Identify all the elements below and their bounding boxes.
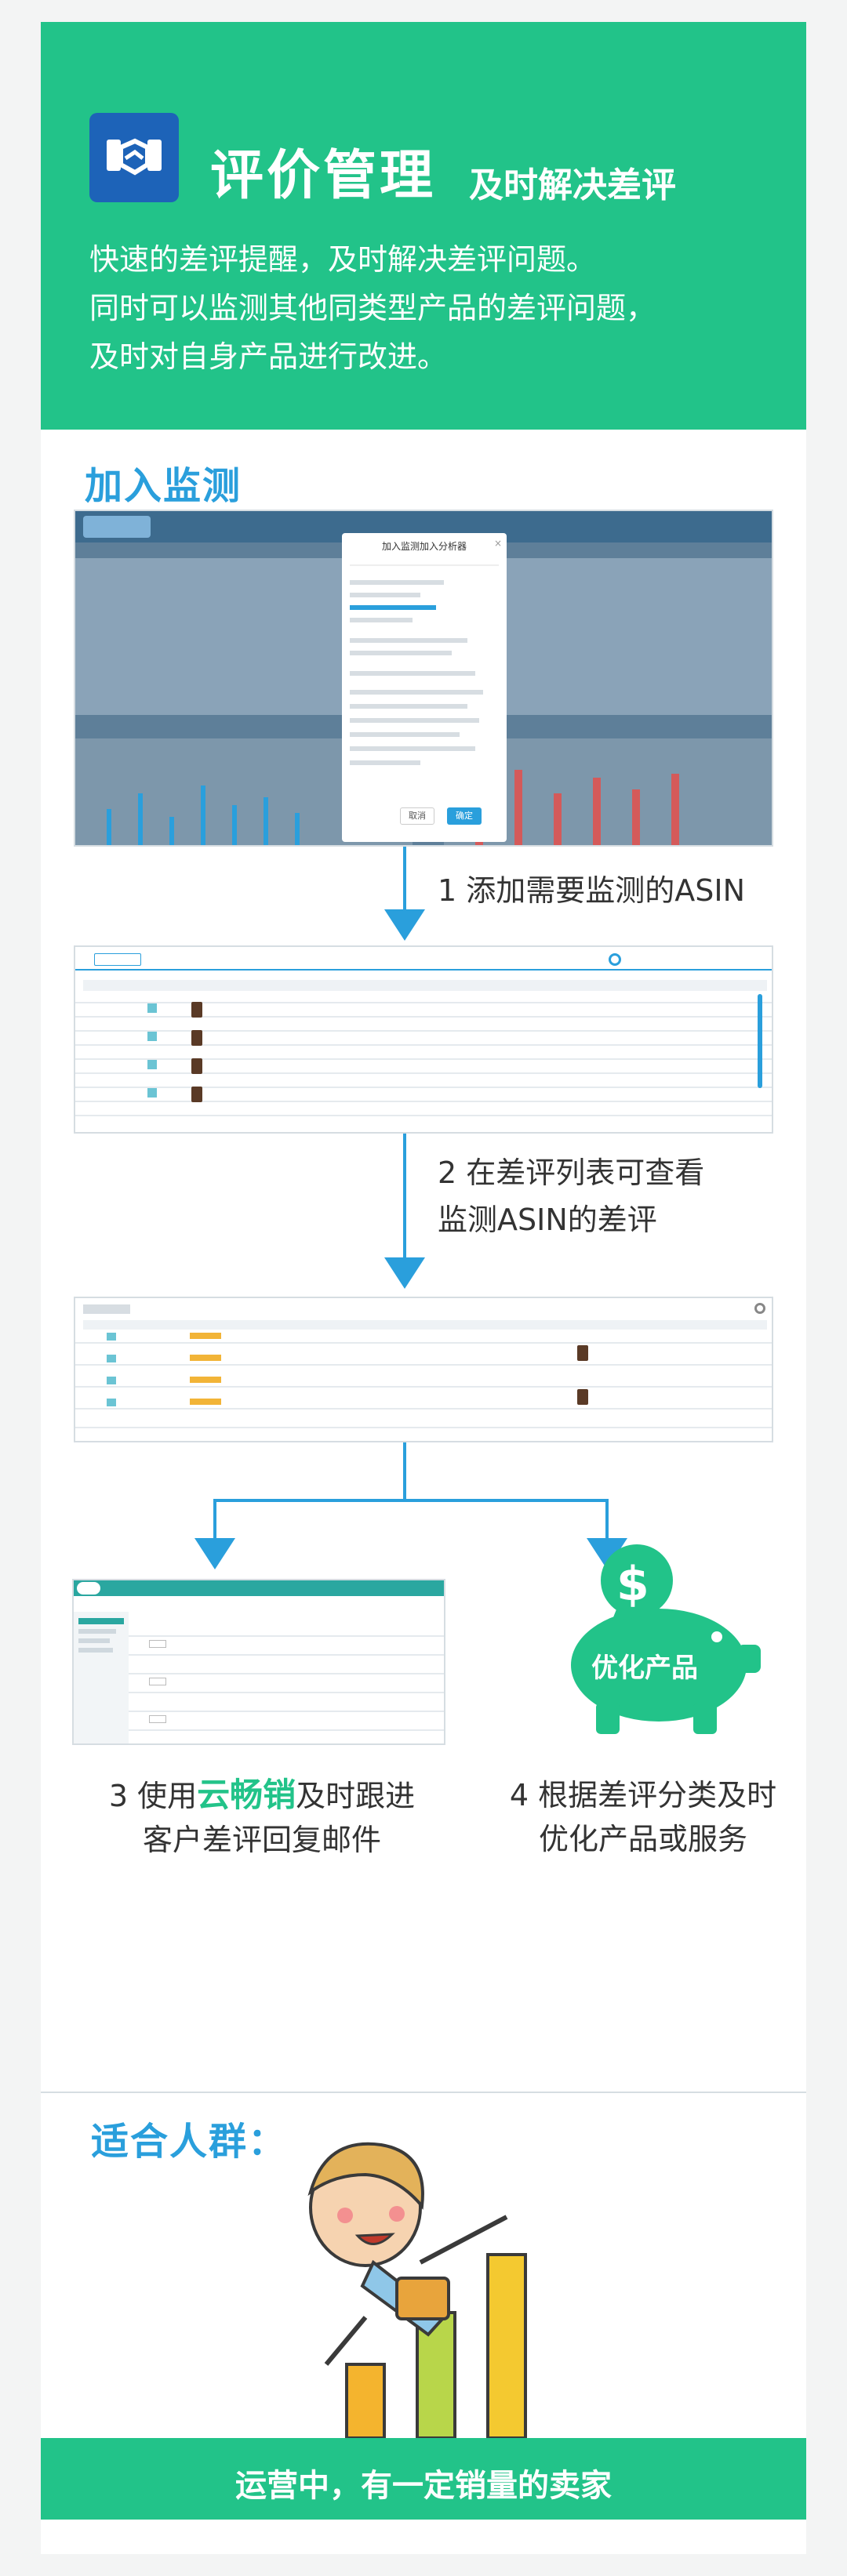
step-3-prefix: 3 使用 — [108, 1779, 198, 1813]
pig-label: 优化产品 — [591, 1653, 698, 1684]
step-4-line-2: 优化产品或服务 — [538, 1822, 747, 1856]
close-icon[interactable]: × — [494, 538, 503, 549]
screenshot-email-client — [72, 1579, 445, 1745]
screenshot-review-list — [74, 1297, 773, 1442]
step-3-text: 3 使用云畅销及时跟进 客户差评回复邮件 — [66, 1773, 458, 1862]
section-title-monitor: 加入监测 — [85, 464, 242, 508]
screenshot-add-monitor: 加入监测加入分析器 × 取消 确定 — [74, 510, 773, 847]
flow-arrow-1-line — [403, 847, 406, 914]
email-sidebar — [74, 1612, 129, 1743]
climbing-person-illustration — [279, 2129, 609, 2440]
flow-split-left-head — [194, 1538, 235, 1569]
flow-split-right-line — [605, 1499, 609, 1543]
hero-line-2: 同时可以监测其他同类型产品的差评问题， — [89, 291, 656, 325]
hero-line-1: 快速的差评提醒，及时解决差评问题。 — [89, 242, 597, 277]
flow-split-stem — [403, 1442, 406, 1500]
list-tab — [94, 953, 141, 966]
hero-subtitle: 及时解决差评 — [469, 165, 676, 205]
dialog-ok-button[interactable]: 确定 — [447, 807, 482, 825]
footer-text: 运营中，有一定销量的卖家 — [235, 2468, 612, 2504]
step-3-line-2: 客户差评回复邮件 — [142, 1823, 381, 1857]
handshake-icon — [89, 113, 179, 202]
footer-banner: 运营中，有一定销量的卖家 — [41, 2438, 806, 2520]
hero-title: 评价管理 — [210, 145, 437, 207]
section-divider — [41, 2092, 806, 2093]
app-logo — [83, 516, 151, 538]
flow-split-bar — [213, 1499, 609, 1502]
step-2-text-line-1: 2 在差评列表可查看 — [438, 1156, 705, 1190]
step-3-suffix: 及时跟进 — [296, 1779, 416, 1813]
flow-arrow-2-head — [384, 1257, 425, 1289]
hero-line-3: 及时对自身产品进行改进。 — [89, 339, 448, 374]
table-header — [83, 980, 767, 991]
flow-split-left-line — [213, 1499, 216, 1543]
settings-gear-icon[interactable] — [754, 1303, 765, 1314]
email-logo — [77, 1582, 100, 1595]
flow-arrow-1-head — [384, 909, 425, 941]
review-table-header — [83, 1320, 767, 1330]
coin-dollar-symbol: $ — [616, 1557, 649, 1612]
hero-banner — [41, 22, 806, 430]
step-4-line-1: 4 根据差评分类及时 — [509, 1778, 777, 1812]
step-1-text: 1 添加需要监测的ASIN — [438, 873, 746, 908]
scrollbar[interactable] — [758, 994, 762, 1088]
screenshot-product-list — [74, 945, 773, 1134]
refresh-icon[interactable] — [609, 953, 621, 966]
step-4-text: 4 根据差评分类及时 优化产品或服务 — [478, 1773, 808, 1861]
step-3-brand: 云畅销 — [197, 1776, 296, 1814]
dialog-cancel-button[interactable]: 取消 — [400, 807, 434, 825]
add-monitor-dialog: 加入监测加入分析器 × 取消 确定 — [342, 533, 507, 842]
email-top-nav — [74, 1580, 444, 1596]
step-2-text-line-2: 监测ASIN的差评 — [438, 1203, 657, 1237]
flow-arrow-2-line — [403, 1134, 406, 1264]
piggy-bank-icon — [549, 1535, 765, 1739]
section-title-audience: 适合人群： — [91, 2120, 288, 2164]
dialog-title: 加入监测加入分析器 — [381, 541, 467, 552]
